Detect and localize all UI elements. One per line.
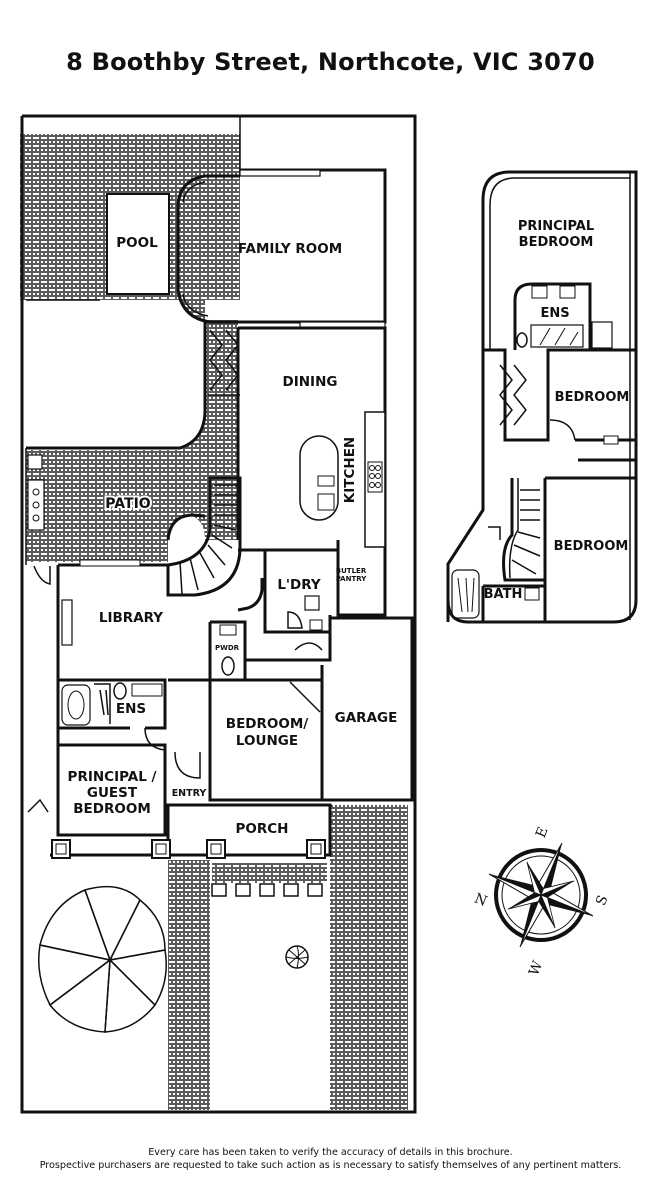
label-bath: BATH xyxy=(484,587,523,602)
pool xyxy=(106,193,170,295)
label-principal-guest-3: BEDROOM xyxy=(73,801,151,817)
patio-edge xyxy=(26,322,207,450)
page-title: 8 Boothby Street, Northcote, VIC 3070 xyxy=(66,48,595,76)
label-dining: DINING xyxy=(283,374,338,390)
bath-walls xyxy=(446,564,545,622)
label-bedroom-upper-2: BEDROOM xyxy=(554,539,629,554)
ensuite-upper-walls xyxy=(513,282,636,352)
compass-w: W xyxy=(526,958,546,978)
ground-floor xyxy=(20,114,417,1114)
label-pantry: PANTRY xyxy=(336,575,368,583)
spiral-stair xyxy=(166,476,242,597)
upper-floor xyxy=(446,170,638,624)
label-garage: GARAGE xyxy=(335,710,398,726)
label-patio: PATIO xyxy=(105,496,150,512)
disclaimer: Every care has been taken to verify the … xyxy=(0,1146,661,1172)
label-ensuite-upper: ENS xyxy=(540,306,569,321)
label-bedroom-upper-1: BEDROOM xyxy=(555,390,630,405)
compass-n: N xyxy=(472,891,489,910)
cooktop xyxy=(367,461,383,493)
label-principal-bedroom-2: BEDROOM xyxy=(519,235,594,250)
bedroom-upper-2-walls xyxy=(481,476,636,622)
label-bedroom-lounge-1: BEDROOM/ xyxy=(226,716,308,732)
label-powder: PWDR xyxy=(215,644,240,652)
label-pool: POOL xyxy=(116,235,158,251)
label-principal-guest-2: GUEST xyxy=(87,785,138,801)
label-principal-bedroom-1: PRINCIPAL xyxy=(518,219,594,234)
compass-e: E xyxy=(533,825,552,840)
label-ensuite-ground: ENS xyxy=(116,701,146,717)
disclaimer-line-1: Every care has been taken to verify the … xyxy=(148,1147,513,1158)
bedroom-lounge-walls xyxy=(208,678,324,802)
garage-walls xyxy=(320,616,414,802)
room-labels: POOL FAMILY ROOM DINING KITCHEN PATIO BU… xyxy=(68,219,630,837)
upper-stair xyxy=(502,478,547,582)
upper-outer-walls xyxy=(446,170,638,624)
label-laundry: L'DRY xyxy=(277,577,321,593)
label-entry: ENTRY xyxy=(172,788,207,799)
front-bollards xyxy=(211,883,323,897)
compass-rose-icon xyxy=(488,842,594,948)
family-room-walls xyxy=(176,168,387,324)
label-library: LIBRARY xyxy=(99,610,163,626)
site-boundary xyxy=(20,114,417,1114)
label-butler: BUTLER xyxy=(336,567,367,575)
bedroom-upper-1-walls xyxy=(483,348,636,462)
compass-s: S xyxy=(593,893,611,908)
label-porch: PORCH xyxy=(236,821,289,837)
plant-icon xyxy=(285,945,309,969)
floor-plan: POOL FAMILY ROOM DINING KITCHEN PATIO BU… xyxy=(20,114,638,1114)
palm-tree-icon xyxy=(38,885,167,1033)
label-principal-guest-1: PRINCIPAL / xyxy=(68,769,157,785)
disclaimer-line-2: Prospective purchasers are requested to … xyxy=(39,1160,622,1171)
label-family-room: FAMILY ROOM xyxy=(238,241,342,257)
label-kitchen: KITCHEN xyxy=(342,437,358,503)
ensuite-ground-walls xyxy=(58,678,167,730)
label-bedroom-lounge-2: LOUNGE xyxy=(236,733,298,749)
